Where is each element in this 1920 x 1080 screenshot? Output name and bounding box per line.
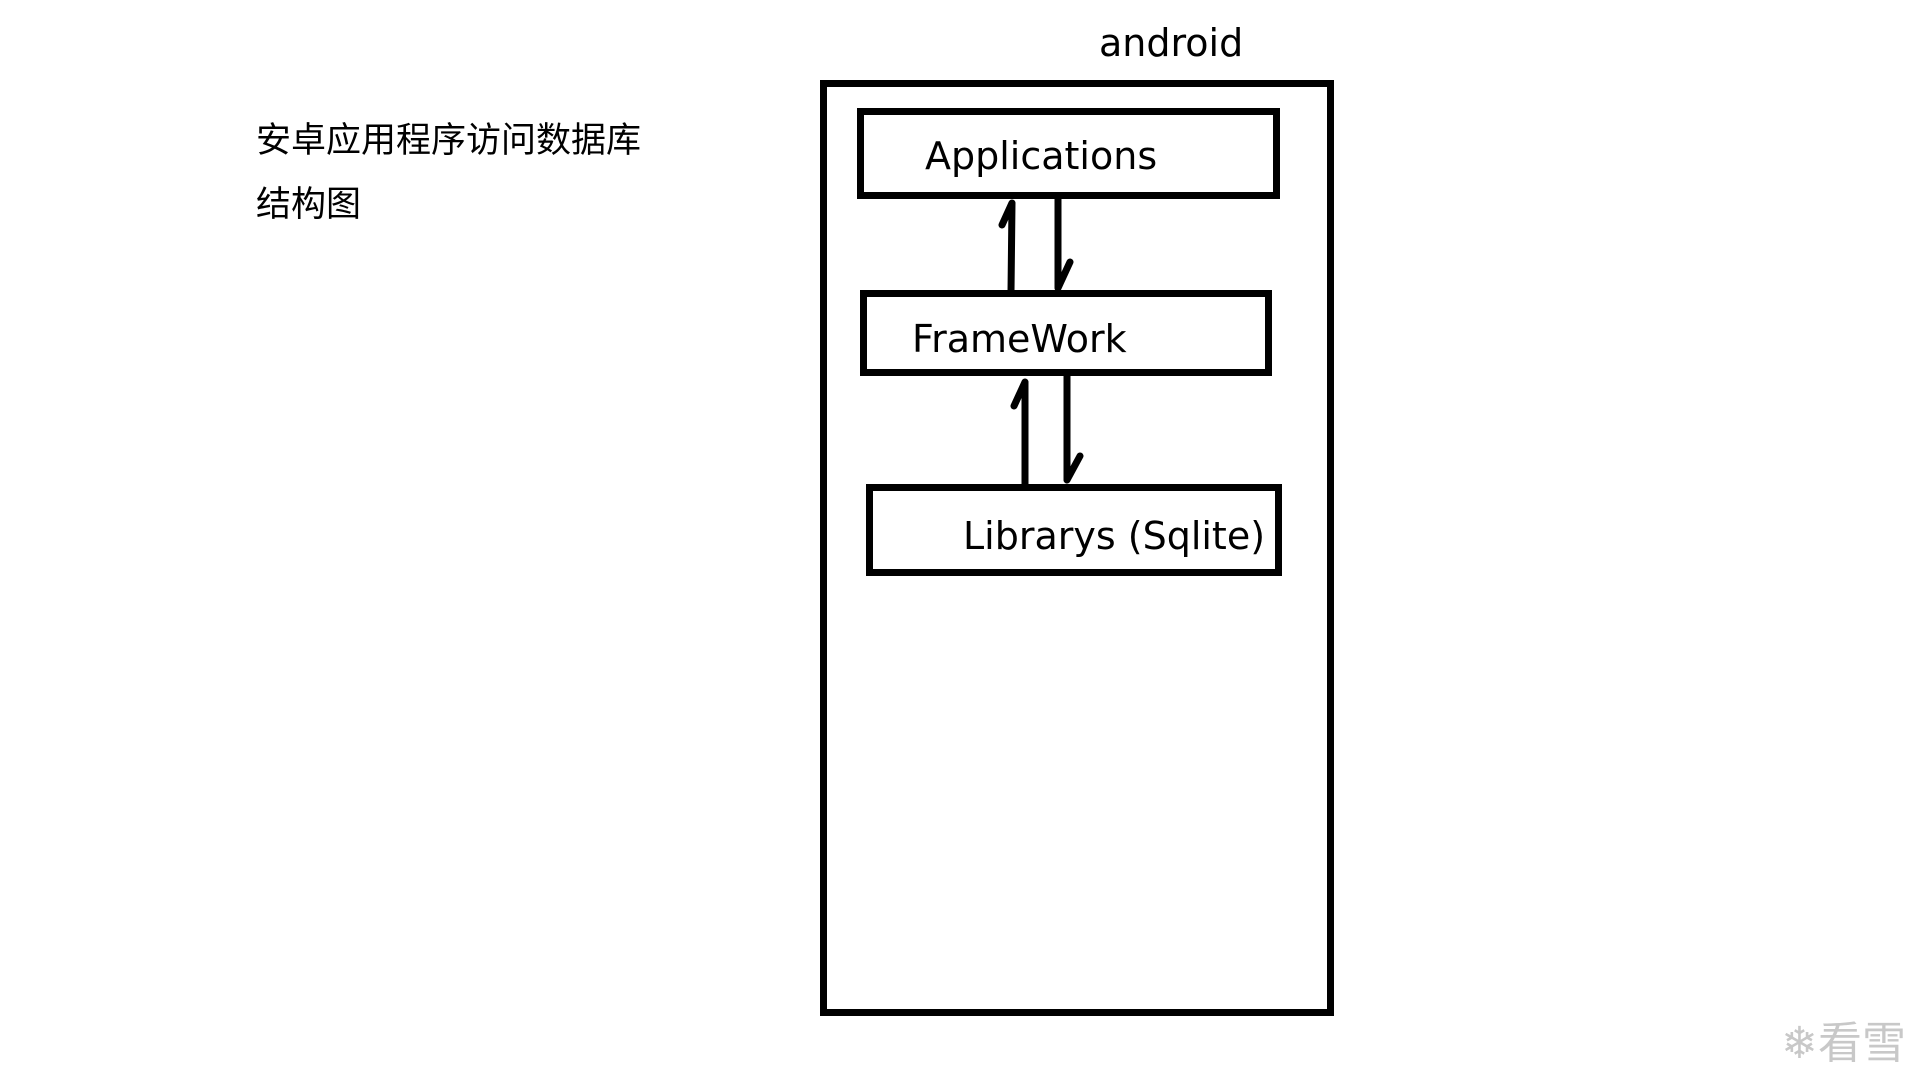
diagram-caption-line-2: 结构图 xyxy=(256,185,362,225)
watermark-text: 看雪 xyxy=(1818,1018,1906,1069)
librarys-layer-label: Librarys (Sqlite) xyxy=(963,514,1266,558)
framework-layer-label: FrameWork xyxy=(912,317,1127,361)
android-container-box xyxy=(820,80,1334,1016)
librarys-layer-box xyxy=(866,484,1282,576)
applications-layer-label: Applications xyxy=(925,134,1158,178)
snowflake-icon: ❄ xyxy=(1781,1018,1818,1069)
android-container-label: android xyxy=(1099,21,1244,65)
watermark: ❄看雪 xyxy=(1781,1022,1906,1066)
diagram-caption-line-1: 安卓应用程序访问数据库 xyxy=(256,121,642,161)
